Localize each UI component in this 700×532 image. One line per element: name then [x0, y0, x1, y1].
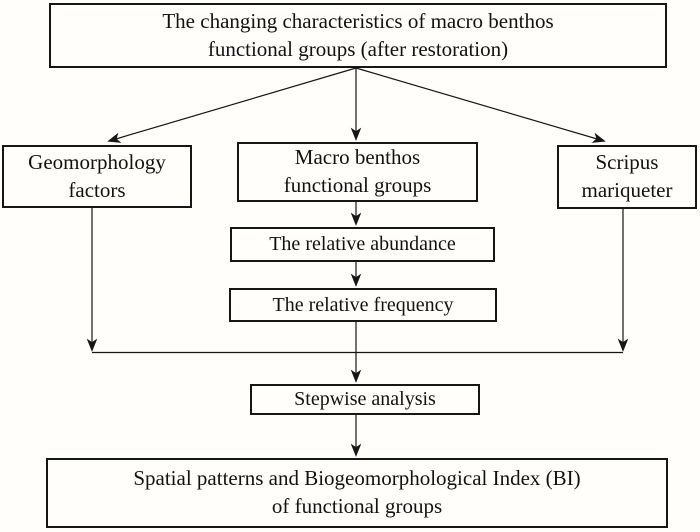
node-abundance-label: The relative abundance	[269, 233, 456, 256]
node-stepwise-label: Stepwise analysis	[294, 388, 436, 411]
arrow-source-to-scripus	[355, 67, 606, 143]
node-source-label: The changing characteristics of macro be…	[162, 8, 554, 61]
node-geomorphology-factors: Geomorphology factors	[2, 145, 192, 208]
node-relative-frequency: The relative frequency	[229, 288, 497, 322]
node-geomorphology-label: Geomorphology factors	[28, 149, 166, 202]
node-macro-benthos-label: Macro benthos functional groups	[283, 145, 432, 197]
node-scripus-mariqueter: Scripus mariqueter	[557, 145, 697, 209]
arrow-source-to-geomorphology	[107, 67, 357, 143]
node-source: The changing characteristics of macro be…	[49, 3, 667, 68]
node-spatial-patterns-bi: Spatial patterns and Biogeomorphological…	[46, 458, 668, 528]
node-relative-abundance: The relative abundance	[230, 227, 495, 262]
node-scripus-label: Scripus mariqueter	[581, 150, 673, 202]
node-macro-benthos-groups: Macro benthos functional groups	[237, 142, 478, 202]
node-frequency-label: The relative frequency	[272, 293, 454, 316]
node-result-label: Spatial patterns and Biogeomorphological…	[133, 466, 581, 518]
node-stepwise-analysis: Stepwise analysis	[250, 384, 480, 415]
